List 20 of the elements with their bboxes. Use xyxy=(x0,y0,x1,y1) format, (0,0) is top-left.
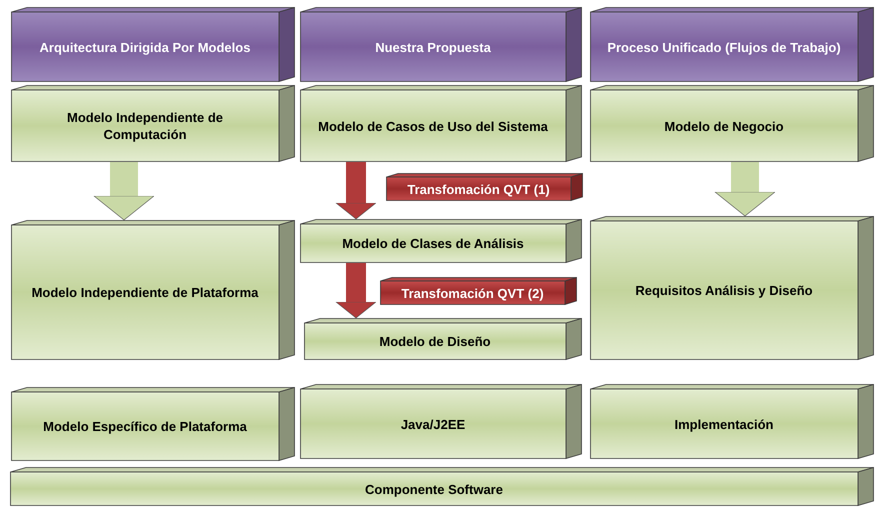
edge-label: Transfomación QVT (1) xyxy=(386,173,583,201)
block-title: Proceso Unificado (Flujos de Trabajo) xyxy=(606,38,842,56)
block-title: Modelo de Clases de Análisis xyxy=(341,235,525,252)
block-title: Modelo Independiente de Plataforma xyxy=(30,284,260,301)
block-title: Componente Software xyxy=(364,480,504,498)
arrow xyxy=(714,162,776,216)
block-title: Modelo Independiente de Computación xyxy=(66,109,224,143)
arrow xyxy=(336,162,376,220)
edge-label: Transfomación QVT (2) xyxy=(380,277,577,305)
block-title: Nuestra Propuesta xyxy=(374,38,492,56)
block-title: Modelo de Casos de Uso del Sistema xyxy=(317,118,549,134)
arrow xyxy=(336,263,376,318)
block-title: Modelo de Diseño xyxy=(378,333,492,350)
block-title: Modelo de Negocio xyxy=(663,118,785,134)
block-title: Java/J2EE xyxy=(400,416,466,432)
block-title: Requisitos Análisis y Diseño xyxy=(634,282,814,299)
arrow xyxy=(94,162,154,220)
block-title: Arquitectura Dirigida Por Modelos xyxy=(38,38,252,56)
block-title: Implementación xyxy=(674,416,774,432)
block-title: Modelo Específico de Plataforma xyxy=(42,418,248,435)
